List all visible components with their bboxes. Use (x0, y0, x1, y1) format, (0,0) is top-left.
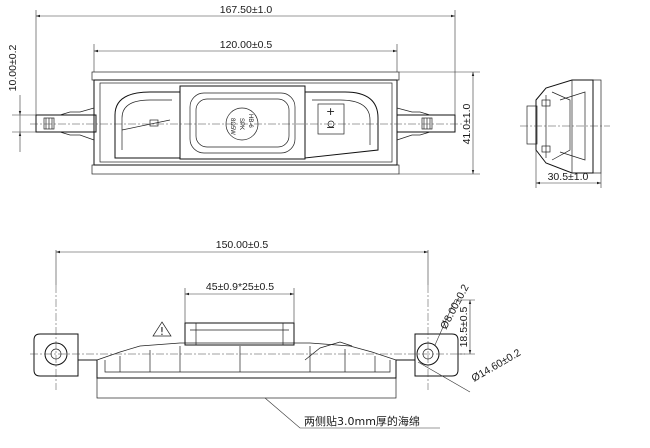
foam-note: 两侧贴3.0mm厚的海绵 (304, 414, 420, 428)
right-mount-ear (414, 333, 459, 377)
right-horn-chamber (304, 91, 379, 159)
left-mount-tab (35, 107, 97, 141)
driver-cone (189, 92, 296, 154)
side-view: 30.5±1.0 (520, 79, 610, 188)
dim-hole-height: 18.5±0.5 (458, 306, 470, 347)
dim-driver-size: 45±0.9*25±0.5 (206, 281, 274, 293)
terminal-plus: + (326, 105, 335, 118)
bottom-foam-strip (91, 164, 400, 175)
dim-boss-diameter: Ø14.60±0.2 (470, 347, 524, 385)
left-mount-ear (33, 333, 97, 377)
side-foam-strip (592, 79, 602, 174)
warning-triangle-icon (152, 321, 172, 337)
warning-symbol: ! (160, 325, 164, 338)
dim-overall-length: 167.50±1.0 (220, 4, 273, 16)
dim-width-right: 41.0±1.0 (461, 103, 473, 144)
svg-text:HB-6: HB-6 (247, 114, 253, 128)
dim-height-left: 10.00±0.2 (7, 45, 19, 92)
foam-note-leader (264, 397, 440, 429)
top-view: 8Ω5W SPK HB-6 + − 167.50±1.0 120.00±0.5 … (7, 4, 480, 175)
front-view: ! 150.00±0.5 45±0.9*25±0.5 Ø8.00±0.2 18.… (30, 239, 524, 429)
front-driver (184, 322, 295, 346)
terminal-minus: − (326, 121, 335, 134)
terminal-block (317, 103, 345, 135)
dim-mount-span: 150.00±0.5 (216, 239, 269, 251)
front-housing-outline (78, 359, 415, 379)
front-foam-strip (96, 377, 397, 399)
left-horn-chamber (114, 91, 181, 159)
dim-inner-length: 120.00±0.5 (220, 39, 273, 51)
side-profile-outline (535, 79, 594, 174)
svg-text:8Ω5W: 8Ω5W (229, 118, 235, 135)
dim-side-depth: 30.5±1.0 (548, 171, 589, 183)
top-foam-strip (91, 71, 400, 81)
right-mount-tab (396, 107, 456, 141)
